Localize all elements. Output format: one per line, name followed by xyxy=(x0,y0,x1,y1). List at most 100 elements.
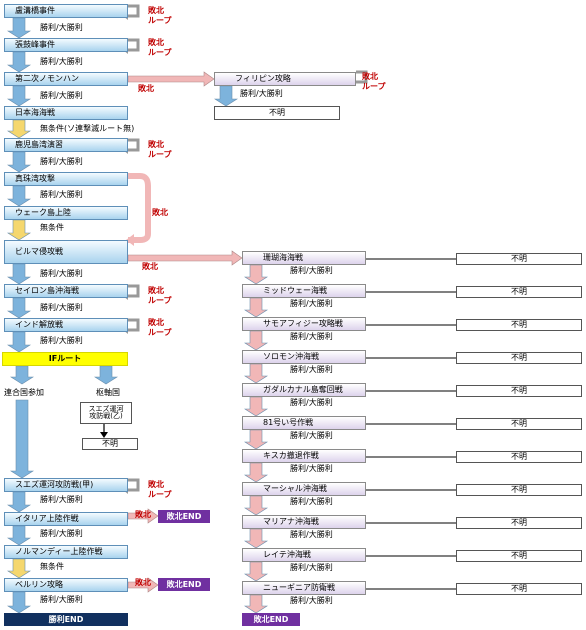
down-arrow xyxy=(6,491,32,513)
win-label: 勝利/大勝利 xyxy=(40,595,83,604)
node-suez-b: スエズ運河 攻防戦(乙) xyxy=(80,402,132,424)
defeat-end: 敗北END xyxy=(242,613,300,626)
down-arrow xyxy=(6,591,32,614)
node-suez-a: スエズ運河攻防戦(甲) xyxy=(4,478,128,492)
defeat-end: 敗北END xyxy=(158,510,210,523)
down-arrow xyxy=(6,525,32,546)
node-italy: イタリア上陸作戦 xyxy=(4,512,128,526)
win-label: 勝利/大勝利 xyxy=(40,269,83,278)
node-lokou: 盧溝橋事件 xyxy=(4,4,128,18)
node-shinju: 真珠湾攻撃 xyxy=(4,172,128,186)
no-condition-label: 無条件 xyxy=(40,562,64,571)
win-label: 勝利/大勝利 xyxy=(40,495,83,504)
win-label: 勝利/大勝利 xyxy=(290,332,333,341)
pacific-node: ガダルカナル島奪回戦 xyxy=(242,383,366,397)
down-arrow xyxy=(243,429,269,450)
win-label: 勝利/大勝利 xyxy=(290,464,333,473)
loop-arrow xyxy=(128,284,140,298)
down-arrow xyxy=(6,558,32,579)
loop-arrow xyxy=(128,478,140,492)
down-line-head xyxy=(100,432,108,438)
win-label: 勝利/大勝利 xyxy=(290,365,333,374)
win-label: 勝利/大勝利 xyxy=(240,89,283,98)
defeat-loop-label: 敗北 ループ xyxy=(148,480,172,499)
result-unknown: 不明 xyxy=(456,517,582,529)
defeat-label: 敗北 xyxy=(135,510,151,519)
node-india: インド解放戦 xyxy=(4,318,128,332)
result-unknown: 不明 xyxy=(456,253,582,265)
down-arrow xyxy=(243,264,269,285)
defeat-loop-label: 敗北 ループ xyxy=(148,140,172,159)
defeat-arrow xyxy=(127,577,159,593)
result-unknown: 不明 xyxy=(456,583,582,595)
no-condition-label: 無条件 xyxy=(40,223,64,232)
down-arrow xyxy=(243,363,269,384)
down-arrow xyxy=(243,495,269,516)
defeat-arrow xyxy=(127,508,159,524)
pacific-node: 珊瑚海海戦 xyxy=(242,251,366,265)
node-shanghai: 張鼓峰事件 xyxy=(4,38,128,52)
win-label: 勝利/大勝利 xyxy=(290,596,333,605)
defeat-end: 敗北END xyxy=(158,578,210,591)
result-unknown: 不明 xyxy=(456,484,582,496)
down-arrow xyxy=(243,396,269,417)
defeat-label: 敗北 xyxy=(135,578,151,587)
defeat-loop-label: 敗北 ループ xyxy=(148,318,172,337)
down-arrow xyxy=(6,331,32,353)
win-label: 勝利/大勝利 xyxy=(40,57,83,66)
result-unknown: 不明 xyxy=(456,286,582,298)
defeat-label: 敗北 xyxy=(142,262,158,271)
result-unknown: 不明 xyxy=(214,106,340,120)
result-unknown: 不明 xyxy=(456,451,582,463)
win-label: 勝利/大勝利 xyxy=(290,497,333,506)
pacific-node: レイテ沖海戦 xyxy=(242,548,366,562)
down-arrow xyxy=(6,85,32,107)
down-arrow xyxy=(6,151,32,173)
branch-arrow xyxy=(127,250,243,266)
node-nomonhan: 第二次ノモンハン xyxy=(4,72,128,86)
win-label: 勝利/大勝利 xyxy=(40,303,83,312)
down-arrow xyxy=(6,185,32,207)
node-normandy: ノルマンディー上陸作戦 xyxy=(4,545,128,559)
pacific-node: マリアナ沖海戦 xyxy=(242,515,366,529)
node-ceylon: セイロン島沖海戦 xyxy=(4,284,128,298)
win-label: 勝利/大勝利 xyxy=(290,431,333,440)
node-wake: ウェーク島上陸 xyxy=(4,206,128,220)
node-burma: ビルマ侵攻戦 xyxy=(4,240,128,264)
pacific-node: キスカ撤退作戦 xyxy=(242,449,366,463)
down-arrow xyxy=(243,528,269,549)
down-arrow xyxy=(243,330,269,351)
win-end: 勝利END xyxy=(4,613,128,626)
down-arrow xyxy=(6,219,32,241)
loop-arrow xyxy=(128,38,140,52)
down-arrow xyxy=(6,17,32,39)
pacific-node: ミッドウェー海戦 xyxy=(242,284,366,298)
defeat-loop-label: 敗北 ループ xyxy=(362,72,386,91)
if-route-bar: IFルート xyxy=(2,352,128,366)
down-arrow xyxy=(243,297,269,318)
down-arrow xyxy=(243,462,269,483)
loop-arrow xyxy=(128,318,140,332)
loop-arrow xyxy=(128,138,140,152)
win-label: 勝利/大勝利 xyxy=(290,398,333,407)
down-arrow xyxy=(243,561,269,582)
win-label: 勝利/大勝利 xyxy=(40,157,83,166)
down-arrow xyxy=(9,399,35,479)
down-arrow xyxy=(6,297,32,319)
defeat-curve-arrow xyxy=(128,173,151,243)
loop-arrow xyxy=(356,70,368,84)
win-label: 勝利/大勝利 xyxy=(40,336,83,345)
win-label: 勝利/大勝利 xyxy=(40,190,83,199)
down-arrow xyxy=(6,51,32,73)
win-label: 勝利/大勝利 xyxy=(290,266,333,275)
defeat-loop-label: 敗北 ループ xyxy=(148,38,172,57)
win-label: 勝利/大勝利 xyxy=(40,91,83,100)
down-arrow xyxy=(9,365,35,385)
down-arrow xyxy=(6,119,32,139)
down-arrow xyxy=(6,263,32,285)
allied-label: 連合国参加 xyxy=(4,388,44,397)
down-arrow xyxy=(93,365,119,385)
defeat-label: 敗北 xyxy=(138,84,154,93)
branch-arrow xyxy=(127,71,215,87)
result-unknown: 不明 xyxy=(456,550,582,562)
